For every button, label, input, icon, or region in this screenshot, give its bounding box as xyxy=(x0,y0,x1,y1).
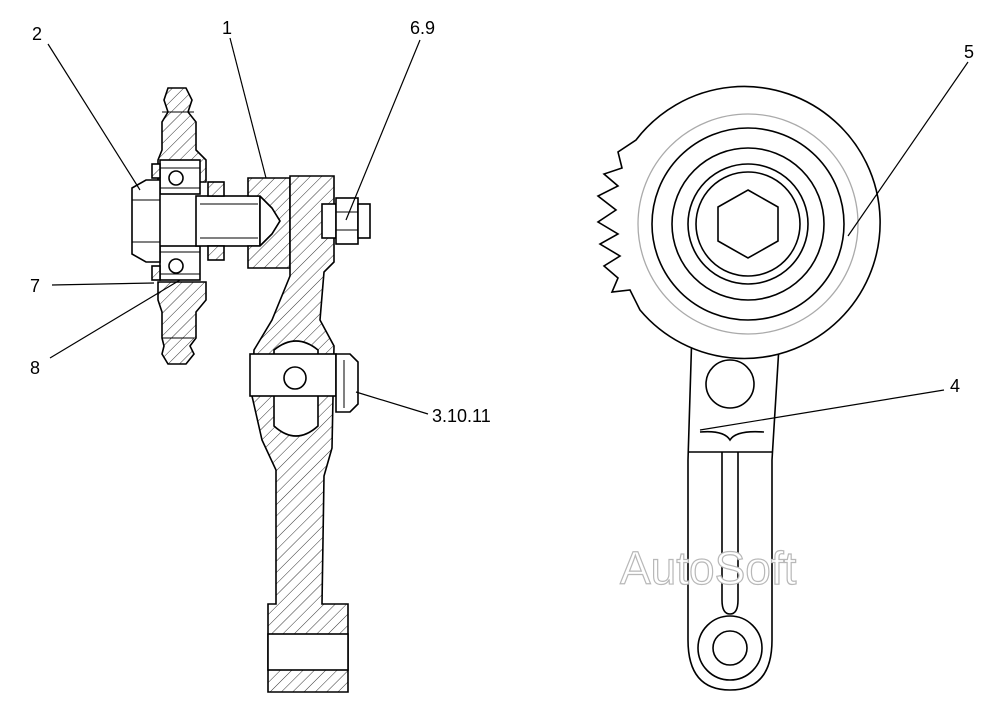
callout-5: 5 xyxy=(964,42,974,62)
bearing-8 xyxy=(159,159,201,281)
nut-6-9 xyxy=(321,197,371,245)
ring-7 xyxy=(151,163,161,281)
sprocket-section xyxy=(157,87,207,365)
callout-7: 7 xyxy=(30,276,40,296)
section-view xyxy=(131,87,371,693)
hub-2 xyxy=(131,179,161,263)
lever-section xyxy=(249,175,359,693)
callout-3-10-11: 3.10.11 xyxy=(432,406,491,426)
elevation-view xyxy=(596,85,881,691)
leader-lines xyxy=(47,37,969,431)
lever-4 xyxy=(687,329,781,691)
callout-1: 1 xyxy=(222,18,232,38)
callout-6-9: 6.9 xyxy=(410,18,435,38)
sprocket-5 xyxy=(596,85,881,360)
callout-2: 2 xyxy=(32,24,42,44)
callout-8: 8 xyxy=(30,358,40,378)
callout-4: 4 xyxy=(950,376,960,396)
watermark: AutoSoft xyxy=(620,542,797,594)
